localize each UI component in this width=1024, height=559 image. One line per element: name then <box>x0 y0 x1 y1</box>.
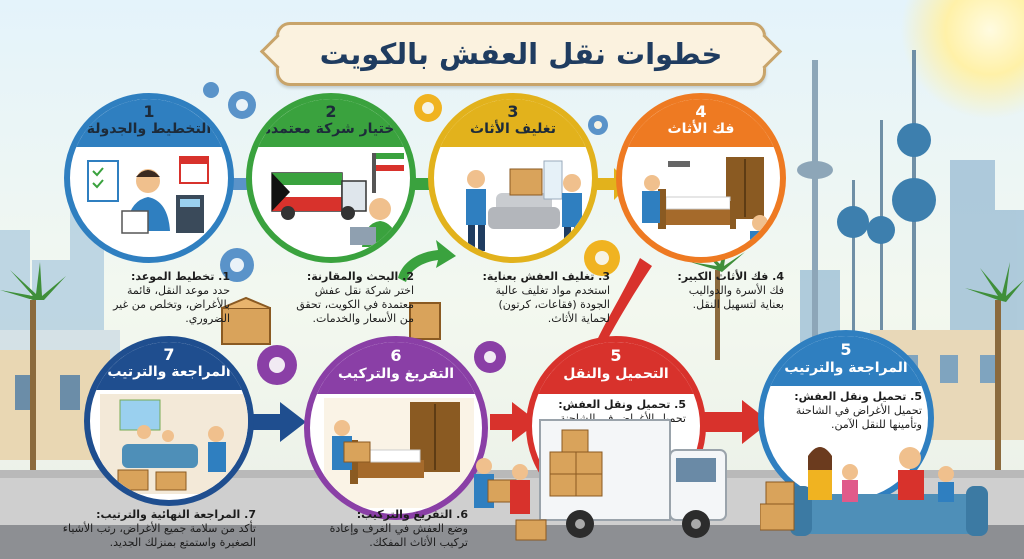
step-3-desc-title: 3. تغليف العفش بعناية: <box>482 270 610 283</box>
step-5b-number: 5 <box>840 340 852 359</box>
step-2-number: 2 <box>325 102 337 121</box>
step-6-desc-title: 6. التفريغ والتركيب: <box>356 508 468 521</box>
happy-family-illustration <box>760 447 988 536</box>
step-5b-desc-line: وتأمينها للنقل الآمن. <box>831 418 922 431</box>
step-3-number: 3 <box>507 102 519 121</box>
step-3-desc-line: لحماية الأثاث. <box>547 312 610 325</box>
step-5b-title: المراجعة والترتيب <box>784 360 908 376</box>
arrow-green-curl <box>398 240 456 282</box>
arrow-6-to-5 <box>490 402 538 442</box>
step-2-desc-line: معتمدة في الكويت، تحقق <box>296 298 414 311</box>
kuwait-towers <box>797 50 936 410</box>
step-7-description: 7. المراجعة النهائية والترتيب: تأكد من س… <box>20 508 256 550</box>
step-2-description: 2. البحث والمقارنة: اختر شركة نقل عفش مع… <box>272 270 414 326</box>
step-3-circle: 3 تغليف الأثاث <box>428 93 598 263</box>
disassembly-illustration <box>642 157 768 255</box>
step-1-desc-line: الضروري. <box>185 312 230 325</box>
step-6-title: التفريغ والتركيب <box>337 366 455 382</box>
planning-illustration <box>87 156 209 234</box>
step-1-circle: 1 التخطيط والجدولة <box>64 93 234 263</box>
step-6-desc-line: وضع العفش في الغرف وإعادة <box>329 522 468 535</box>
company-truck-illustration <box>271 153 404 247</box>
arrow-7-to-6 <box>252 402 306 442</box>
title-banner: خطوات نقل العفش بالكويت <box>276 22 766 86</box>
packing-illustration <box>466 160 582 251</box>
step-7-title: المراجعة والترتيب <box>107 364 231 380</box>
step-3-desc-line: الجودة (فقاعات، كرتون) <box>498 298 610 311</box>
family-home-illustration <box>100 394 248 494</box>
step-2-desc-line: اختر شركة نقل عفش <box>314 284 414 297</box>
step-5-number: 5 <box>610 346 622 365</box>
step-4-desc-title: 4. فك الأثاث الكبير: <box>677 270 784 283</box>
step-3-desc-line: استخدم مواد تغليف عالية <box>495 284 611 297</box>
step-3-description: 3. تغليف العفش بعناية: استخدم مواد تغليف… <box>454 270 610 326</box>
step-7-desc-line: الصغيرة واستمتع بمنزلك الجديد. <box>109 536 256 549</box>
step-4-circle: 4 فك الأثاث <box>616 93 786 263</box>
step-6-desc-line: تركيب الأثاث المفكك. <box>369 536 468 549</box>
step-2-desc-title: 2. البحث والمقارنة: <box>306 270 414 283</box>
step-7-desc-line: تأكد من سلامة جميع الأغراض، رتب الأشياء <box>62 522 256 535</box>
step-1-description: 1. تخطيط الموعد: حدد موعد النقل، قائمة ب… <box>90 270 230 326</box>
step-3-title: تغليف الأثاث <box>470 121 556 137</box>
step-1-desc-line: حدد موعد النقل، قائمة <box>127 284 230 297</box>
step-4-desc-line: بعناية لتسهيل النقل. <box>692 298 784 311</box>
step-4-description: 4. فك الأثاث الكبير: فك الأسرة والدواليب… <box>650 270 784 312</box>
unloading-illustration <box>324 398 474 508</box>
page-title: خطوات نقل العفش بالكويت <box>319 37 723 71</box>
step-7-desc-title: 7. المراجعة النهائية والترتيب: <box>96 508 256 521</box>
moving-truck-illustration <box>474 419 727 541</box>
step-4-number: 4 <box>695 102 707 121</box>
step-2-circle: 2 اختيار شركة معتمدة <box>246 93 416 263</box>
step-5b-desc-title: 5. تحميل ونقل العفش: <box>794 390 922 403</box>
step-6-circle: 6 التفريغ والتركيب <box>304 336 488 520</box>
step-5b-desc-line: تحميل الأغراض في الشاحنة <box>795 404 922 417</box>
step-1-title: التخطيط والجدولة <box>86 121 212 137</box>
step-1-desc-line: بالأغراض، وتخلص من غير <box>113 298 230 311</box>
step-4-title: فك الأثاث <box>667 121 735 137</box>
step-1-number: 1 <box>143 102 155 121</box>
step-5-desc-title: 5. تحميل ونقل العفش: <box>558 398 686 411</box>
step-7-number: 7 <box>163 345 175 364</box>
arrow-5-to-5b <box>700 400 770 444</box>
step-7-circle: 7 المراجعة والترتيب <box>84 336 254 506</box>
step-4-desc-line: فك الأسرة والدواليب <box>688 284 784 297</box>
step-2-desc-line: من الأسعار والخدمات. <box>312 312 414 325</box>
step-5b-description: 5. تحميل ونقل العفش: تحميل الأغراض في ال… <box>776 390 922 432</box>
step-1-desc-title: 1. تخطيط الموعد: <box>131 270 230 283</box>
step-5-title: التحميل والنقل <box>563 366 669 382</box>
step-6-description: 6. التفريغ والتركيب: وضع العفش في الغرف … <box>300 508 468 550</box>
step-6-number: 6 <box>390 346 402 365</box>
step-2-title: اختيار شركة معتمدة <box>262 121 400 137</box>
